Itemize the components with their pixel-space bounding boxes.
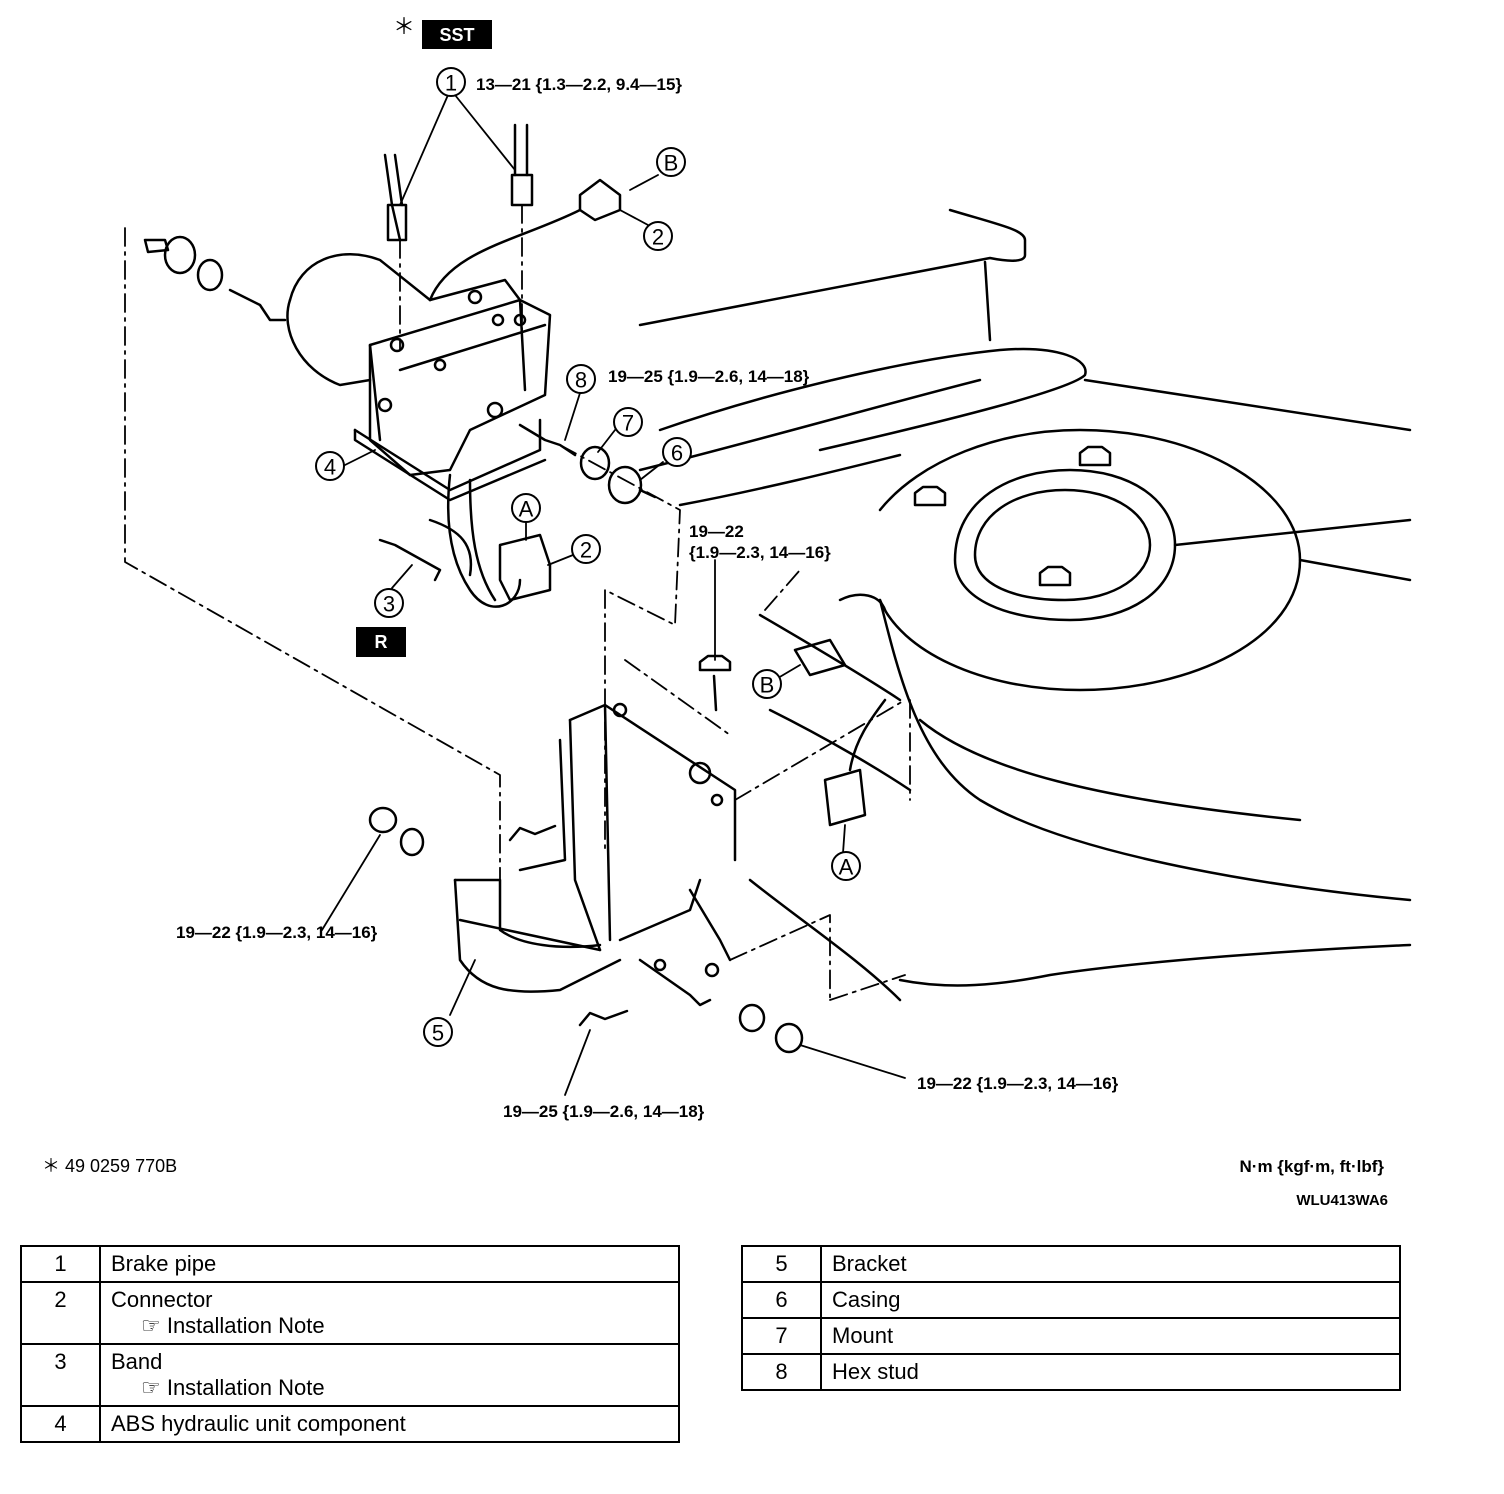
part-name: Casing [820,1281,1401,1319]
part-name: ABS hydraulic unit component [99,1405,680,1443]
table-row: 3 Band ☞ Installation Note [20,1343,680,1407]
part-name-text: Brake pipe [111,1251,217,1276]
part-name: Band ☞ Installation Note [99,1343,680,1407]
leader-lines [321,94,906,1096]
parts-table-left: 1 Brake pipe 2 Connector ☞ Installation … [20,1245,680,1443]
part-number: 4 [20,1405,101,1443]
part-name-text: Connector [111,1287,213,1312]
callout-b: B [664,151,679,176]
torque-brake-pipe: 13—21 {1.3—2.2, 9.4—15} [476,75,682,94]
units-label: N·m {kgf·m, ft·lbf} [1240,1157,1385,1176]
callout-4: 4 [324,455,336,480]
part-number: 1 [20,1245,101,1283]
torque-bottom-nut: 19—22 {1.9—2.3, 14—16} [917,1074,1119,1093]
part-name: Brake pipe [99,1245,680,1283]
callout-a-circle [511,493,541,523]
callout-5: 5 [432,1021,444,1046]
table-row: 6 Casing [741,1281,1401,1319]
torque-hex-stud: 19—25 {1.9—2.6, 14—18} [608,367,810,386]
callout-2a-circle [643,221,673,251]
part-number: 2 [20,1281,101,1345]
torque-left-nut: 19—22 {1.9—2.3, 14—16} [176,923,378,942]
callout-a2: A [839,855,854,880]
callout-a: A [519,497,534,522]
callout-2a: 2 [652,225,664,250]
installation-note-link[interactable]: ☞ Installation Note [141,1375,325,1400]
part-number: 7 [741,1317,822,1355]
callout-1-circle [436,67,466,97]
sst-badge-label: SST [439,25,474,45]
callout-8-circle [566,364,596,394]
alignment-lines [124,204,911,1001]
sst-number: ＊ 49 0259 770B [42,1156,177,1176]
part-name-text: ABS hydraulic unit component [111,1411,406,1436]
torque-bottom-bolt: 19—25 {1.9—2.6, 14—18} [503,1102,705,1121]
callout-a2-circle [831,851,861,881]
table-row: 5 Bracket [741,1245,1401,1283]
callout-b-circle [656,147,686,177]
vehicle-body [638,208,1412,1002]
part-number: 6 [741,1281,822,1319]
part-name-text: Band [111,1349,163,1374]
part-name: Bracket [820,1245,1401,1283]
callout-7: 7 [622,411,634,436]
harness [378,178,887,827]
callout-1: 1 [445,71,457,96]
right-mount-parts [518,423,657,505]
table-row: 1 Brake pipe [20,1245,680,1283]
callout-6-circle [662,437,692,467]
part-name: Hex stud [820,1353,1401,1391]
sst-badge [422,20,492,49]
table-row: 8 Hex stud [741,1353,1401,1391]
part-number: 8 [741,1353,822,1391]
table-row: 2 Connector ☞ Installation Note [20,1281,680,1345]
part-name: Mount [820,1317,1401,1355]
r-badge [356,627,406,657]
installation-note-link[interactable]: ☞ Installation Note [141,1313,325,1338]
callout-2b: 2 [580,538,592,563]
figure-code: WLU413WA6 [1296,1192,1388,1209]
sst-asterisk: ＊ [393,14,415,39]
r-badge-label: R [375,632,388,652]
fasteners [368,654,804,1054]
callout-3-circle [374,588,404,618]
part-number: 5 [741,1245,822,1283]
strut-bolts [913,445,1112,587]
brake-pipes [383,123,534,242]
callout-2b-circle [571,534,601,564]
callout-5-circle [423,1017,453,1047]
exploded-diagram: 1 B 2 4 8 7 6 A 2 3 B A 5 ＊ SST R 13—21 … [42,14,1412,1209]
callout-b2: B [760,673,775,698]
part-number: 3 [20,1343,101,1407]
callout-3: 3 [383,592,395,617]
abs-hydraulic-unit [286,253,552,502]
part-name: Connector ☞ Installation Note [99,1281,680,1345]
torque-bracket-bolt-2: {1.9—2.3, 14—16} [689,543,831,562]
callout-b2-circle [752,669,782,699]
table-row: 7 Mount [741,1317,1401,1355]
callout-8: 8 [575,368,587,393]
left-mount-parts [143,235,287,322]
callout-6: 6 [671,441,683,466]
callout-4-circle [315,451,345,481]
parts-table-right: 5 Bracket 6 Casing 7 Mount 8 Hex stud [741,1245,1401,1391]
callout-7-circle [613,407,643,437]
bracket-body [453,702,737,1007]
table-row: 4 ABS hydraulic unit component [20,1405,680,1443]
torque-bracket-bolt-1: 19—22 [689,522,744,541]
